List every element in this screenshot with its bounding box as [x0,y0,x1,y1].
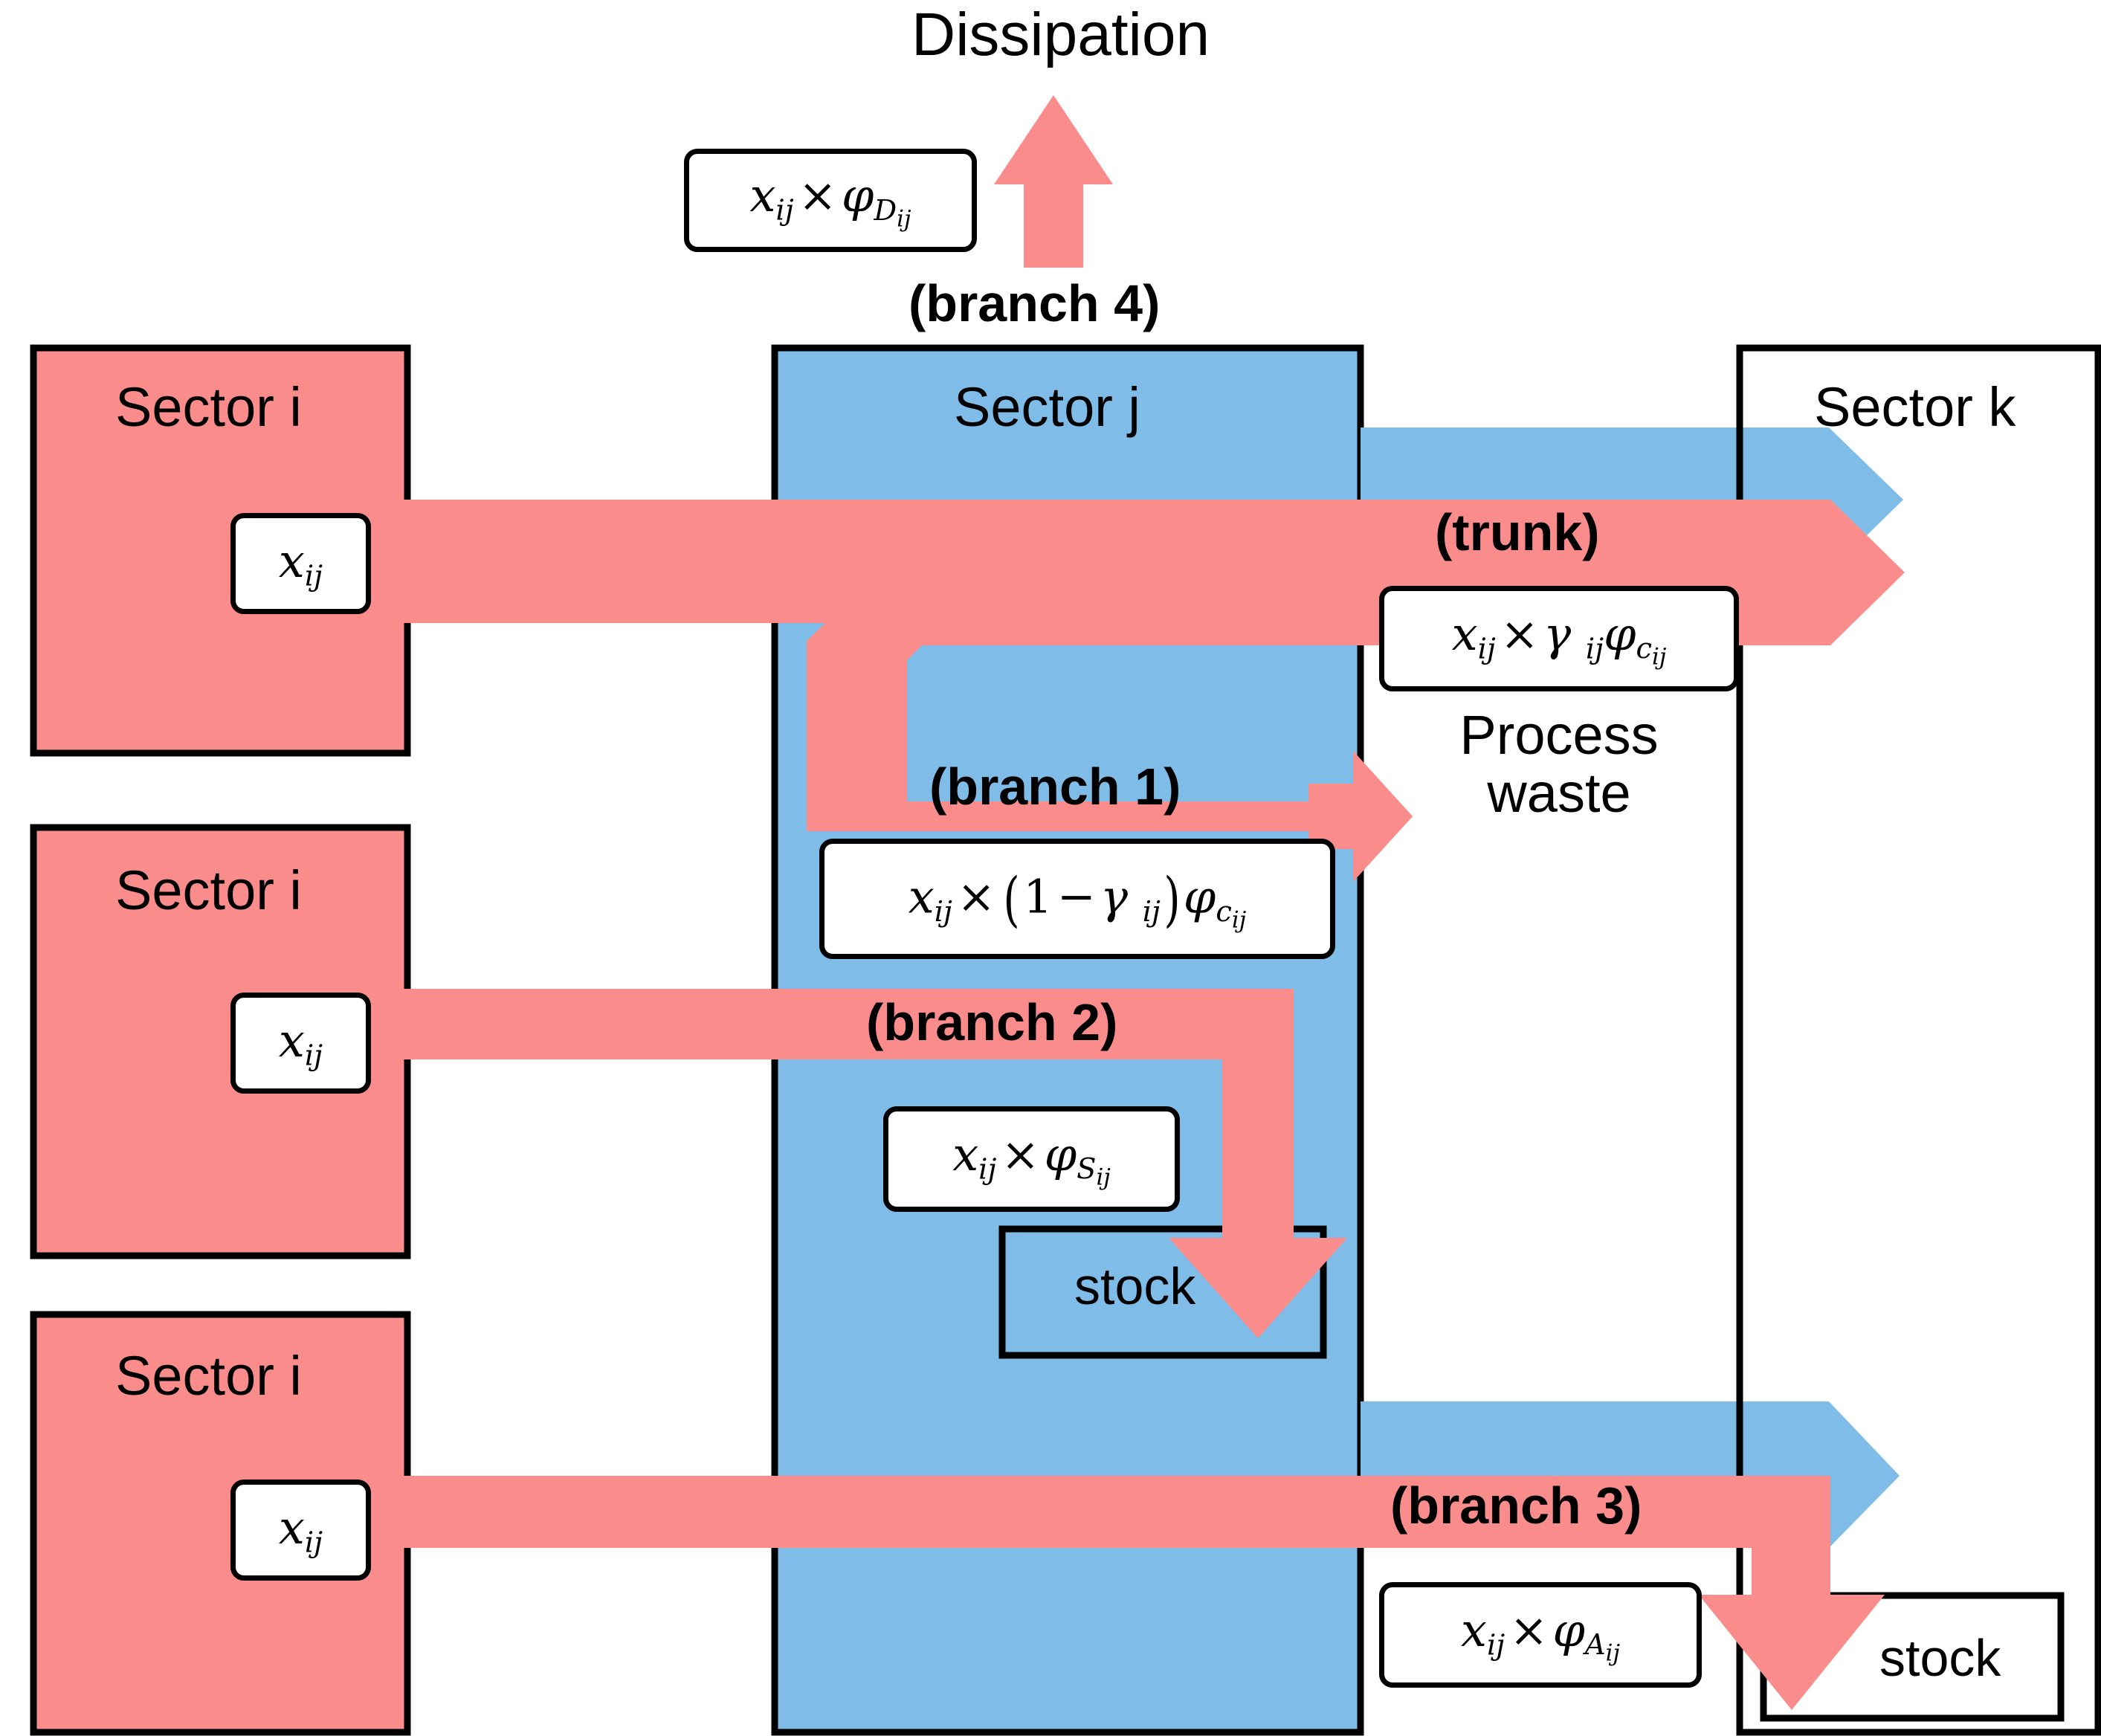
formula-input-3: xij [278,1500,323,1560]
dissipation-label: Dissipation [911,1,1210,68]
formula-branch1: xij×(1−γ ij)φcij [908,864,1247,934]
branch2-arrowhead-overlay [1169,1190,1347,1338]
sector-k-label: Sector k [1814,376,2016,438]
formula-process-waste: xij×γ ijφcij [1451,606,1667,671]
process-waste-label: Process waste [1436,706,1682,822]
sector-j-label: Sector j [954,376,1140,438]
branch2-label: (branch 2) [866,993,1118,1051]
formula-box-branch2: xij×φSij [883,1106,1180,1212]
formula-box-branch3: xij×φAij [1379,1582,1702,1688]
branch3-flow-arrow [370,1476,1885,1710]
branch4-dissipation-arrow [994,95,1113,268]
formula-box-dissipation: xij×φDij [684,149,977,252]
formula-branch3: xij×φAij [1460,1602,1621,1668]
formula-box-input-3: xij [230,1480,371,1581]
branch3-arrowhead-overlay [1699,1532,1885,1710]
formula-box-input-2: xij [230,993,371,1094]
formula-dissipation: xij×φDij [749,168,911,233]
sector-k-box [1736,344,2101,1736]
process-waste-line1: Process [1459,704,1659,766]
branch1-label: (branch 1) [929,758,1181,816]
formula-box-branch1: xij×(1−γ ij)φcij [819,839,1335,959]
sector-i-3-label: Sector i [115,1345,302,1407]
formula-box-process-waste: xij×γ ijφcij [1379,586,1739,691]
sector-i-2-label: Sector i [115,859,302,921]
stock-j-label: stock [1074,1257,1196,1315]
formula-input-1: xij [278,534,323,593]
sector-i-1-label: Sector i [115,376,302,438]
process-waste-line2: waste [1487,761,1631,824]
formula-branch2: xij×φSij [952,1126,1111,1192]
trunk-label: (trunk) [1435,503,1600,561]
stock-k-label: stock [1879,1629,2001,1687]
branch4-label: (branch 4) [909,274,1161,332]
formula-input-2: xij [278,1013,323,1073]
branch3-label: (branch 3) [1390,1477,1642,1535]
formula-box-input-1: xij [230,513,371,614]
